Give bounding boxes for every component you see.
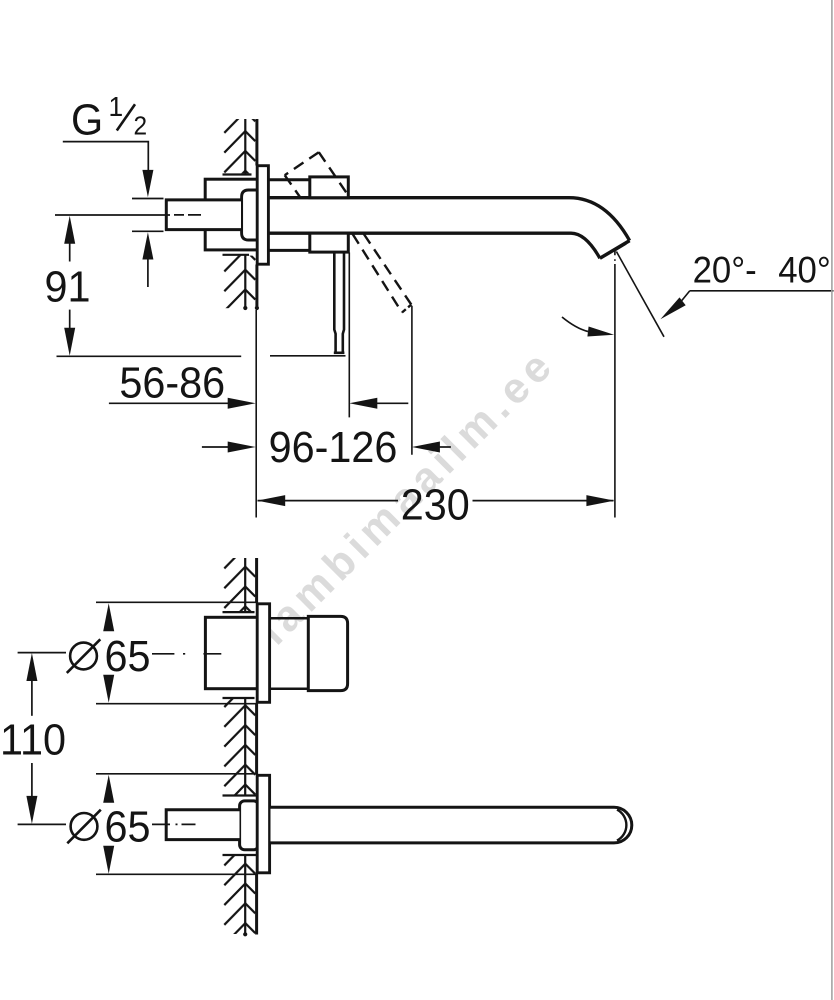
svg-text:91: 91 <box>45 262 91 311</box>
svg-text:2: 2 <box>134 112 148 141</box>
svg-text:65: 65 <box>105 632 151 681</box>
svg-text:110: 110 <box>0 715 66 764</box>
svg-text:40°: 40° <box>778 250 831 291</box>
svg-text:96-126: 96-126 <box>269 423 398 472</box>
svg-text:56-86: 56-86 <box>119 358 225 407</box>
svg-text:20°-: 20°- <box>693 250 757 291</box>
svg-text:G: G <box>71 95 103 144</box>
svg-text:230: 230 <box>401 480 470 529</box>
svg-text:1: 1 <box>109 90 124 122</box>
svg-text:65: 65 <box>105 802 151 851</box>
